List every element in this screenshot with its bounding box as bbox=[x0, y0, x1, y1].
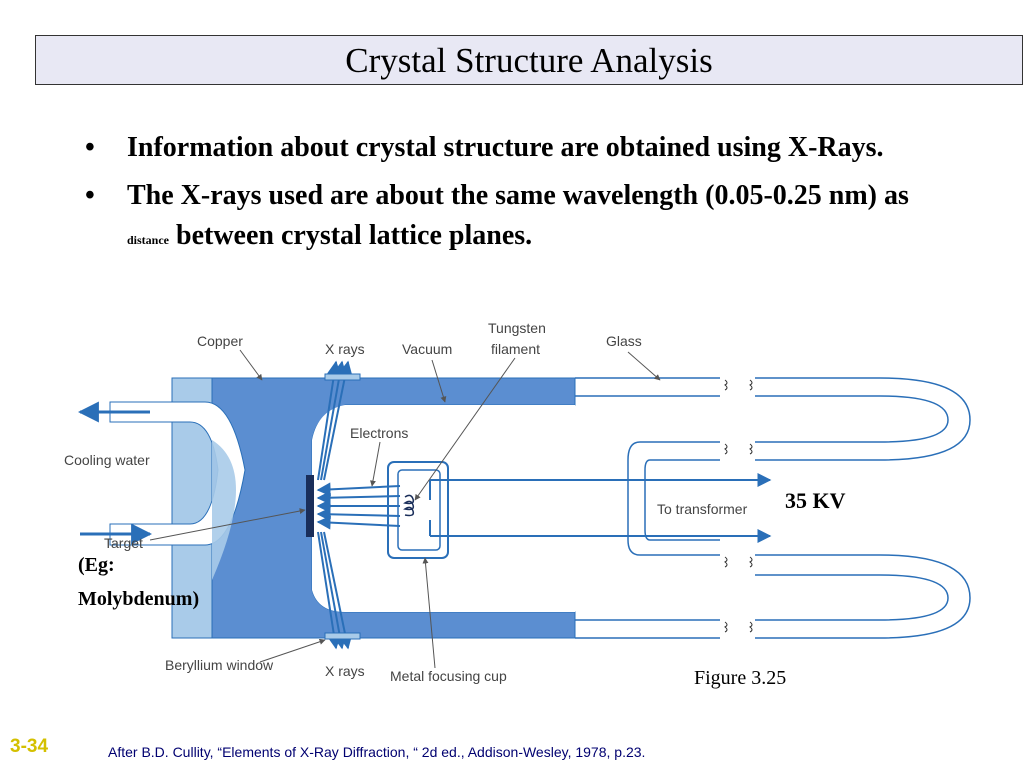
target-example: (Eg: Molybdenum) bbox=[78, 548, 199, 616]
title-box: Crystal Structure Analysis bbox=[35, 35, 1023, 85]
bullet-text-1: Information about crystal structure are … bbox=[127, 132, 884, 163]
beryllium-window-top bbox=[324, 373, 361, 381]
break-marks bbox=[724, 379, 753, 633]
figure-caption: Figure 3.25 bbox=[694, 667, 787, 689]
tungsten-filament bbox=[403, 494, 415, 517]
target-example-line2: Molybdenum) bbox=[78, 588, 200, 610]
beryllium-window-bottom bbox=[324, 632, 361, 640]
bullet-item-2: • The X-rays used are about the same wav… bbox=[85, 176, 955, 260]
label-xrays-top: X rays bbox=[325, 341, 365, 357]
label-beryllium-window: Beryllium window bbox=[165, 657, 274, 673]
cooling-channel bbox=[109, 401, 246, 546]
target-example-line1: (Eg: bbox=[78, 554, 115, 576]
label-to-transformer: To transformer bbox=[657, 501, 748, 517]
label-electrons: Electrons bbox=[350, 425, 408, 441]
slide-title: Crystal Structure Analysis bbox=[345, 41, 713, 80]
label-vacuum: Vacuum bbox=[402, 341, 452, 357]
bullet-list: • Information about crystal structure ar… bbox=[85, 128, 955, 268]
target-holder bbox=[212, 440, 236, 580]
xray-beams-top bbox=[317, 360, 353, 481]
bullet-text-2a: The X-rays used are about the same wavel… bbox=[127, 180, 909, 211]
label-cooling-water: Cooling water bbox=[64, 452, 150, 468]
label-copper: Copper bbox=[197, 333, 243, 349]
label-tungsten: Tungsten bbox=[488, 320, 546, 336]
label-metal-focusing-cup: Metal focusing cup bbox=[390, 668, 507, 684]
label-filament: filament bbox=[491, 341, 540, 357]
label-target: Target bbox=[104, 535, 143, 551]
bullet-marker: • bbox=[85, 180, 95, 211]
electron-beams bbox=[316, 482, 401, 530]
target-anode bbox=[306, 475, 314, 537]
bullet-text-2b: between crystal lattice planes. bbox=[169, 220, 533, 251]
bullet-small-word: distance bbox=[127, 233, 169, 247]
slide-number: 3-34 bbox=[10, 736, 49, 757]
bullet-marker: • bbox=[85, 132, 95, 163]
voltage-label: 35 KV bbox=[785, 488, 846, 513]
bullet-item-1: • Information about crystal structure ar… bbox=[85, 128, 955, 168]
glass-envelope bbox=[575, 377, 971, 639]
citation-text: After B.D. Cullity, “Elements of X-Ray D… bbox=[108, 744, 646, 760]
label-glass: Glass bbox=[606, 333, 642, 349]
leader-lines bbox=[149, 349, 661, 669]
xray-beams-bottom bbox=[317, 531, 353, 650]
label-xrays-bottom: X rays bbox=[325, 663, 365, 679]
xray-tube-diagram: Copper X rays Vacuum Tungsten filament G… bbox=[64, 320, 971, 684]
